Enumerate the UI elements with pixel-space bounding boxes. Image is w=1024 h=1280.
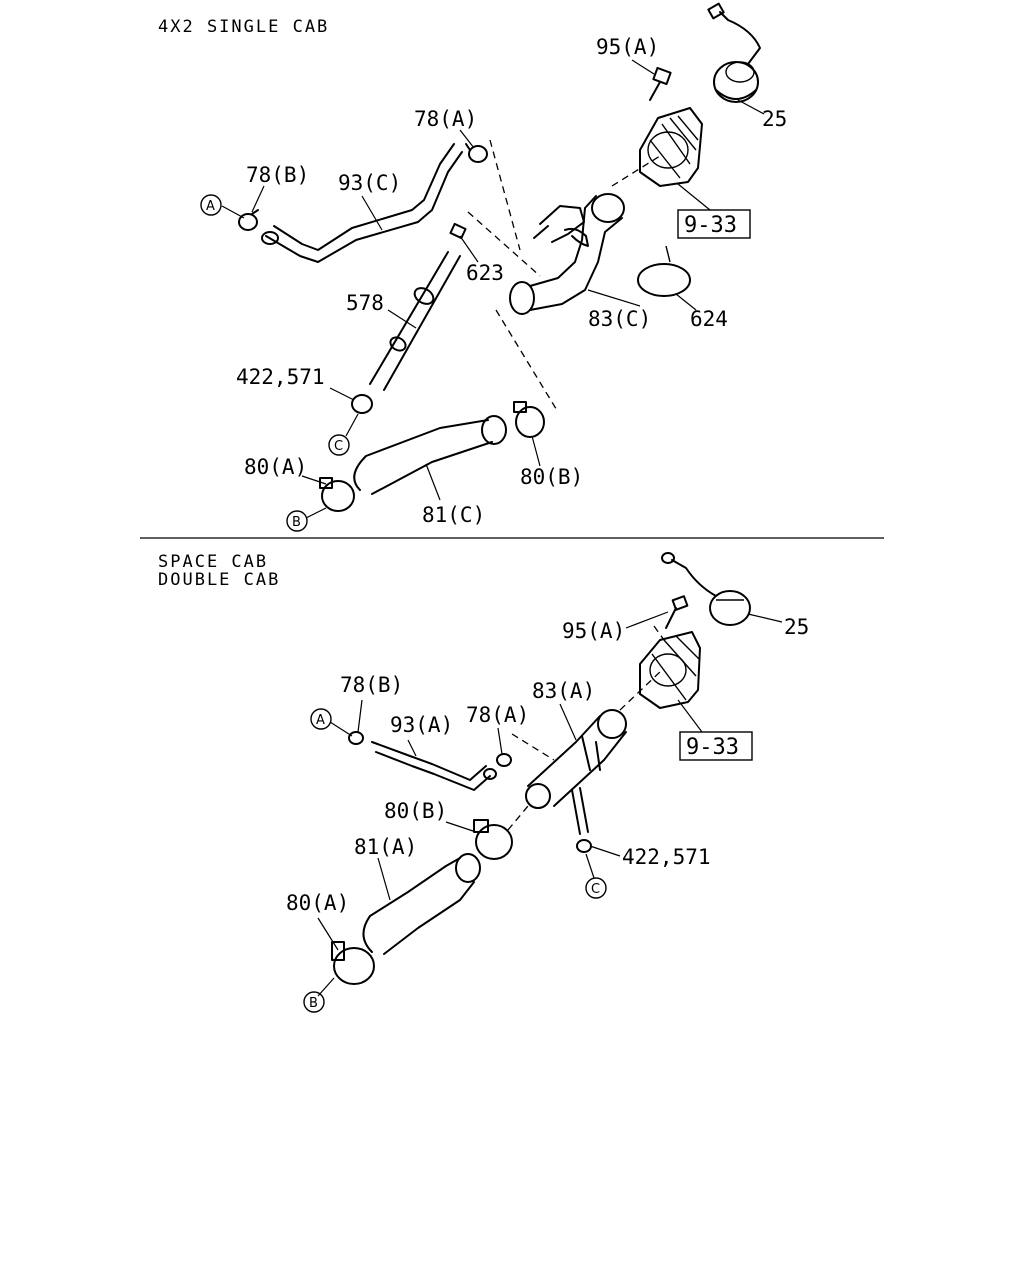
ref-9-33-space: 9-33 [686,735,739,760]
label-422-571-single: 422,571 [236,365,325,389]
assembly-line [495,309,559,413]
clamp-78b-s2 [348,731,364,745]
svg-text:C: C [334,439,343,454]
bolt-95a [649,66,672,101]
hose-clamp-80a-s1 [319,477,355,512]
label-95a-space: 95(A) [562,619,625,643]
bolt-95a-s2 [665,595,689,629]
label-78b-space: 78(B) [340,673,403,697]
label-81a-space: 81(A) [354,835,417,859]
marker-a-space: A [310,708,332,730]
vent-hose-93c [261,143,463,263]
fuel-cap-25 [707,2,761,103]
svg-text:A: A [316,713,325,728]
label-93a-space: 93(A) [390,713,453,737]
marker-b-space: B [303,991,325,1013]
label-78a-single: 78(A) [414,107,477,131]
label-78b-single: 78(B) [246,163,309,187]
marker-c-single: C [328,434,350,456]
marker-c-space: C [585,877,607,899]
assembly-line [467,211,541,277]
svg-text:B: B [292,515,301,530]
label-422-571-space: 422,571 [622,845,711,869]
hose-clamp-80b-s2 [473,819,513,860]
label-83c-single: 83(C) [588,307,651,331]
filler-neck-83a [525,709,627,835]
ref-box-single [677,209,751,239]
svg-text:C: C [591,882,600,897]
ref-9-33-single: 9-33 [684,213,737,238]
assembly-line [619,669,663,711]
filler-hose-81c [353,415,507,495]
svg-text:A: A [206,199,215,214]
clamp-78a-s2 [496,753,512,767]
clamp-78b-s1 [238,209,259,231]
section-heading-single-cab: 4X2 SINGLE CAB [158,17,329,37]
assembly-line [507,805,529,831]
assembly-line [489,139,521,251]
section-heading-space-cab: SPACE CAB [158,552,268,572]
assembly-line [611,155,661,187]
label-81c-single: 81(C) [422,503,485,527]
vent-hose-93a [371,741,497,791]
fitting-422-571-s1 [351,394,373,414]
filler-neck-83c [509,193,625,315]
label-95a-single: 95(A) [596,35,659,59]
marker-b-single: B [286,510,308,532]
drain-tube-578 [369,251,461,391]
svg-text:B: B [309,996,318,1011]
filler-hose-81a [362,853,481,955]
label-80b-space: 80(B) [384,799,447,823]
section-heading-double-cab: DOUBLE CAB [158,570,280,590]
filler-housing-plate-s2 [639,631,701,709]
marker-a-single: A [200,194,222,216]
label-624-single: 624 [690,307,728,331]
label-80a-space: 80(A) [286,891,349,915]
label-83a-space: 83(A) [532,679,595,703]
clamp-78a-s1 [465,143,488,163]
label-623-single: 623 [466,261,504,285]
label-25-single: 25 [762,107,787,131]
filler-housing-plate [639,107,703,187]
label-578-single: 578 [346,291,384,315]
hose-clamp-80a-s2 [331,941,375,985]
assembly-line [653,625,665,641]
fitting-422-571-s2 [576,839,592,853]
label-93c-single: 93(C) [338,171,401,195]
label-80b-single: 80(B) [520,465,583,489]
assembly-line [511,733,555,761]
ref-box-space [679,731,753,761]
label-25-space: 25 [784,615,809,639]
label-80a-single: 80(A) [244,455,307,479]
label-78a-space: 78(A) [466,703,529,727]
clamp-624 [637,245,691,297]
hose-clamp-80b-s1 [513,401,545,438]
fuel-cap-25-s2 [661,552,751,626]
clip-623 [449,222,467,240]
